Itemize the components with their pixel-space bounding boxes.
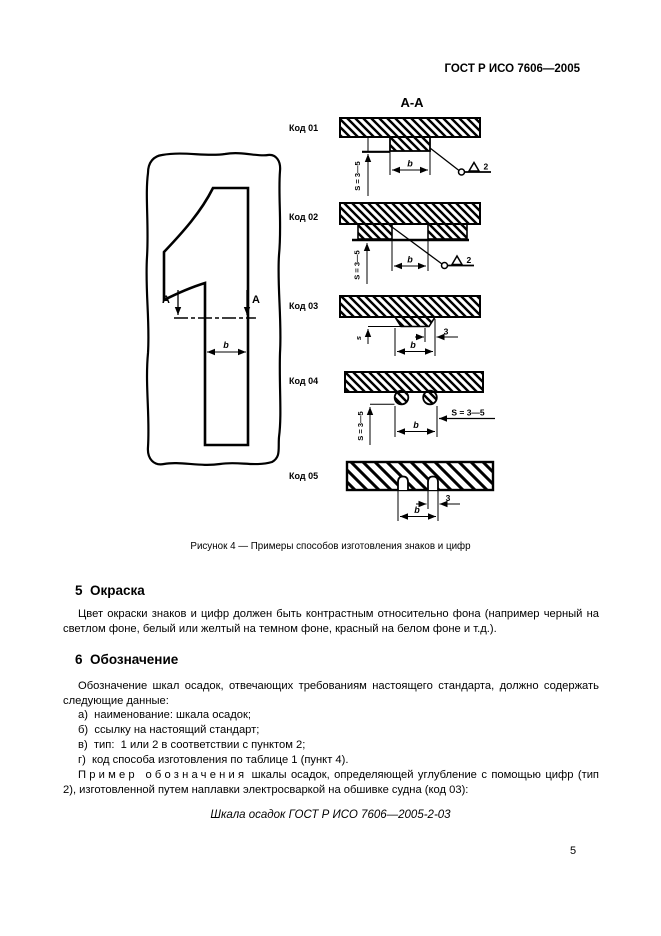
dim-label-s-range: S = 3—5 [353, 250, 362, 279]
dim-label-s-range: S = 3—5 [353, 161, 362, 190]
plate-cross-section [339, 202, 481, 225]
code-01-section: Код 01 S = 3—5 b 2 [289, 117, 491, 196]
section-5-paragraph: Цвет окраски знаков и цифр должен быть к… [63, 608, 599, 636]
fillet-weld-symbol [450, 254, 464, 266]
plate-cross-section [344, 371, 484, 393]
dim-label-s-range: S = 3—5 [356, 411, 365, 440]
numeral-plate-drawing: 1 А А b [145, 152, 282, 466]
example-text: шкалы осадок, определяющей углубление с … [63, 769, 599, 797]
page-number: 5 [570, 845, 577, 857]
dim-label-b: b [414, 505, 420, 515]
figure-4-drawing: А-А 1 А А b Код 01 S = 3—5 [145, 95, 495, 521]
weld-bead-right [422, 389, 438, 406]
dim-label-b: b [407, 255, 413, 265]
section-view-title: А-А [400, 95, 424, 110]
dim-label-b: b [410, 340, 416, 350]
dim-label-s: s [354, 336, 363, 340]
code-02-section: Код 02 S = 3—5 b 2 [289, 202, 481, 284]
code-label: Код 02 [289, 212, 318, 222]
welded-strip [389, 136, 431, 152]
numeral-one-outline: 1 [162, 186, 250, 447]
dim-label-three: 3 [446, 493, 451, 503]
weld-leader-line [391, 226, 443, 265]
list-item-b: б) ссылку на настоящий стандарт; [78, 724, 260, 736]
dim-label-b: b [223, 340, 229, 350]
example-label: Пример обозначения [78, 769, 248, 781]
section-6-intro: Обозначение шкал осадок, отвечающих треб… [63, 680, 599, 708]
code-05-section: Код 05 3 b [289, 460, 495, 521]
designation-example: Шкала осадок ГОСТ Р ИСО 7606—2005-2-03 [210, 809, 451, 821]
figure-caption: Рисунок 4 — Примеры способов изготовлени… [190, 541, 471, 552]
code-label: Код 04 [289, 376, 318, 386]
dim-label-weld-leg: 2 [467, 255, 472, 265]
dim-label-s-range-horizontal: S = 3—5 [451, 408, 485, 418]
list-item-a: а) наименование: шкала осадок; [78, 709, 252, 721]
section-6-heading: 6 Обозначение [75, 652, 179, 667]
plate-cross-section [345, 460, 495, 492]
dim-label-three: 3 [444, 327, 449, 337]
plate-cross-section [339, 117, 481, 138]
groove-left [397, 475, 409, 490]
weld-bead [393, 316, 437, 328]
dim-label-weld-leg: 2 [484, 162, 489, 172]
dim-label-b: b [407, 159, 413, 169]
code-label: Код 03 [289, 301, 318, 311]
dim-label-b: b [413, 420, 419, 430]
plate-cross-section [339, 295, 481, 318]
welded-strip-right [427, 223, 468, 240]
code-03-section: Код 03 s 3 b [289, 295, 481, 356]
code-04-section: Код 04 S = 3—5 S = 3—5 b [289, 371, 495, 445]
welded-strip-left [357, 223, 393, 240]
code-label: Код 01 [289, 123, 318, 133]
section-marker-left: А [162, 294, 170, 306]
fillet-weld-symbol [467, 161, 481, 172]
code-label: Код 05 [289, 471, 318, 481]
list-item-v: в) тип: 1 или 2 в соответствии с пунктом… [78, 739, 306, 751]
weld-bead-left [393, 389, 410, 406]
example-paragraph: Пример обозначения шкалы осадок, определ… [63, 768, 599, 799]
weld-leader-line [429, 147, 460, 172]
document-header: ГОСТ Р ИСО 7606—2005 [444, 63, 580, 75]
list-item-g: г) код способа изготовления по таблице 1… [78, 754, 349, 766]
groove-right [427, 475, 439, 490]
section-marker-right: А [252, 294, 260, 306]
section-5-heading: 5 Окраска [75, 583, 145, 598]
